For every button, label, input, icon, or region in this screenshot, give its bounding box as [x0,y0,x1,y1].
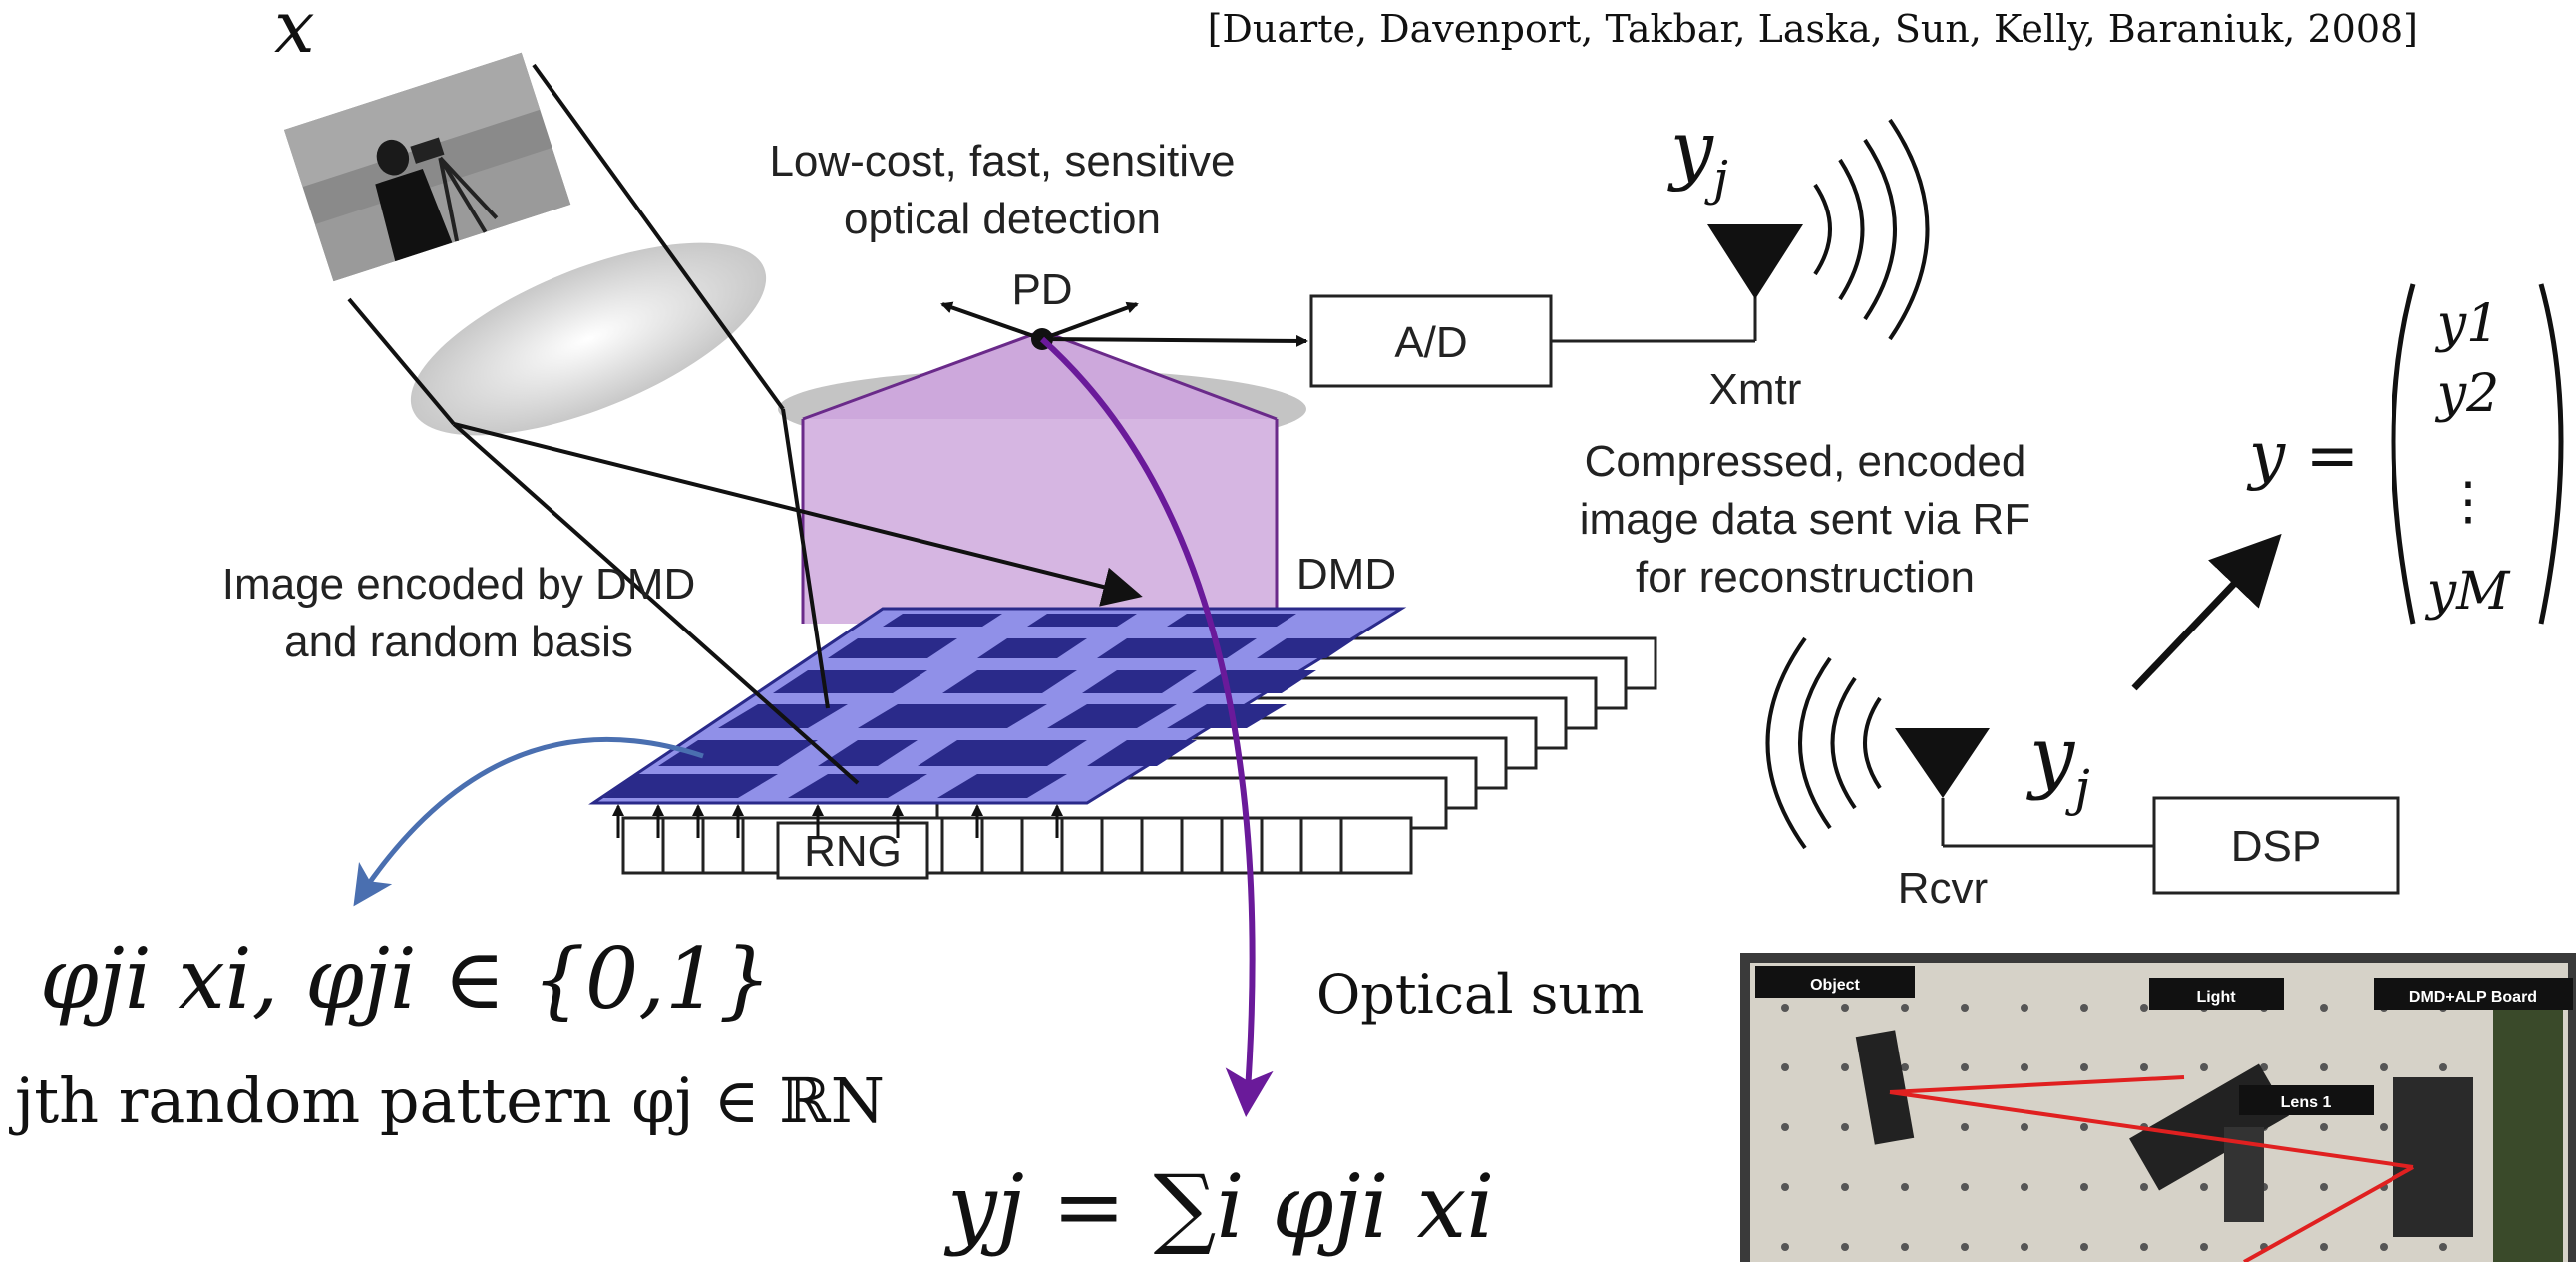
y-entry-1: y1 [2435,294,2499,354]
ad-label: A/D [1394,318,1467,367]
photo-label-board: DMD+ALP Board [2409,989,2537,1006]
yj-top-label: yj [1667,104,1728,207]
photo-label-object: Object [1810,977,1860,994]
signal-x-label: x [274,0,315,69]
photo-label-lens: Lens 1 [2281,1094,2332,1111]
detection-label-line1: Low-cost, fast, sensitive [769,137,1235,186]
xmtr-label: Xmtr [1709,365,1802,414]
yj-right-label: yj [2026,709,2090,817]
left-paren [2391,283,2416,625]
compressed-label-line1: Compressed, encoded [1585,437,2026,486]
receive-waves-icon [1765,636,1882,850]
dsp-label: DSP [2231,822,2321,871]
rng-label: RNG [804,827,902,876]
xmtr-antenna-icon [1707,224,1803,299]
encoded-label-line1: Image encoded by DMD [222,560,695,609]
compressed-label-line2: image data sent via RF [1580,495,2030,544]
y-entry-m: yM [2425,562,2511,622]
rcvr-label: Rcvr [1898,864,1988,913]
citation: [Duarte, Davenport, Takbar, Laska, Sun, … [1208,7,2418,51]
cameraman-image [284,52,571,282]
sum-expression: yj = ∑i φji xi [943,1155,1494,1258]
optical-sum-arrow [1039,336,1274,1117]
y-entry-2: y2 [2435,364,2499,424]
y-vector-lhs: y = [2246,419,2359,493]
light-collector-cylinder [778,329,1306,624]
rng-box: RNG [776,821,929,880]
random-pattern-text: jth random pattern φj ∈ ℝN [9,1064,885,1137]
dsp-box: DSP [2152,796,2400,895]
dmd-actuator-arrows [612,804,1063,838]
optical-path-lines [347,63,1143,785]
encoded-label-line2: and random basis [284,618,633,666]
ad-converter: A/D [1309,294,1553,388]
pd-arrows [940,301,1308,347]
compressed-label-line3: for reconstruction [1636,553,1975,602]
transmit-waves-icon [1813,118,1930,341]
detection-label-line2: optical detection [844,195,1161,243]
rcvr-antenna-icon [1895,728,1990,798]
right-paren [2538,283,2564,625]
reconstruction-arrow [2131,533,2282,691]
lens-icon [410,242,767,436]
photo-label-light: Light [2196,989,2236,1006]
optical-sum-label: Optical sum [1316,963,1644,1026]
phi-expression: φji xi, φji ∈ {0,1} [40,930,772,1028]
y-entry-dots: ⋮ [2442,472,2494,532]
pattern-arrow [353,736,704,907]
pd-label: PD [1011,265,1072,314]
base-cells [621,816,1413,875]
y-vector: y = y1 y2 ⋮ yM [2246,283,2564,625]
dmd-label: DMD [1296,550,1396,599]
lab-setup-photo: Object Light Lens 1 DMD+ALP Board [1740,953,2576,1262]
